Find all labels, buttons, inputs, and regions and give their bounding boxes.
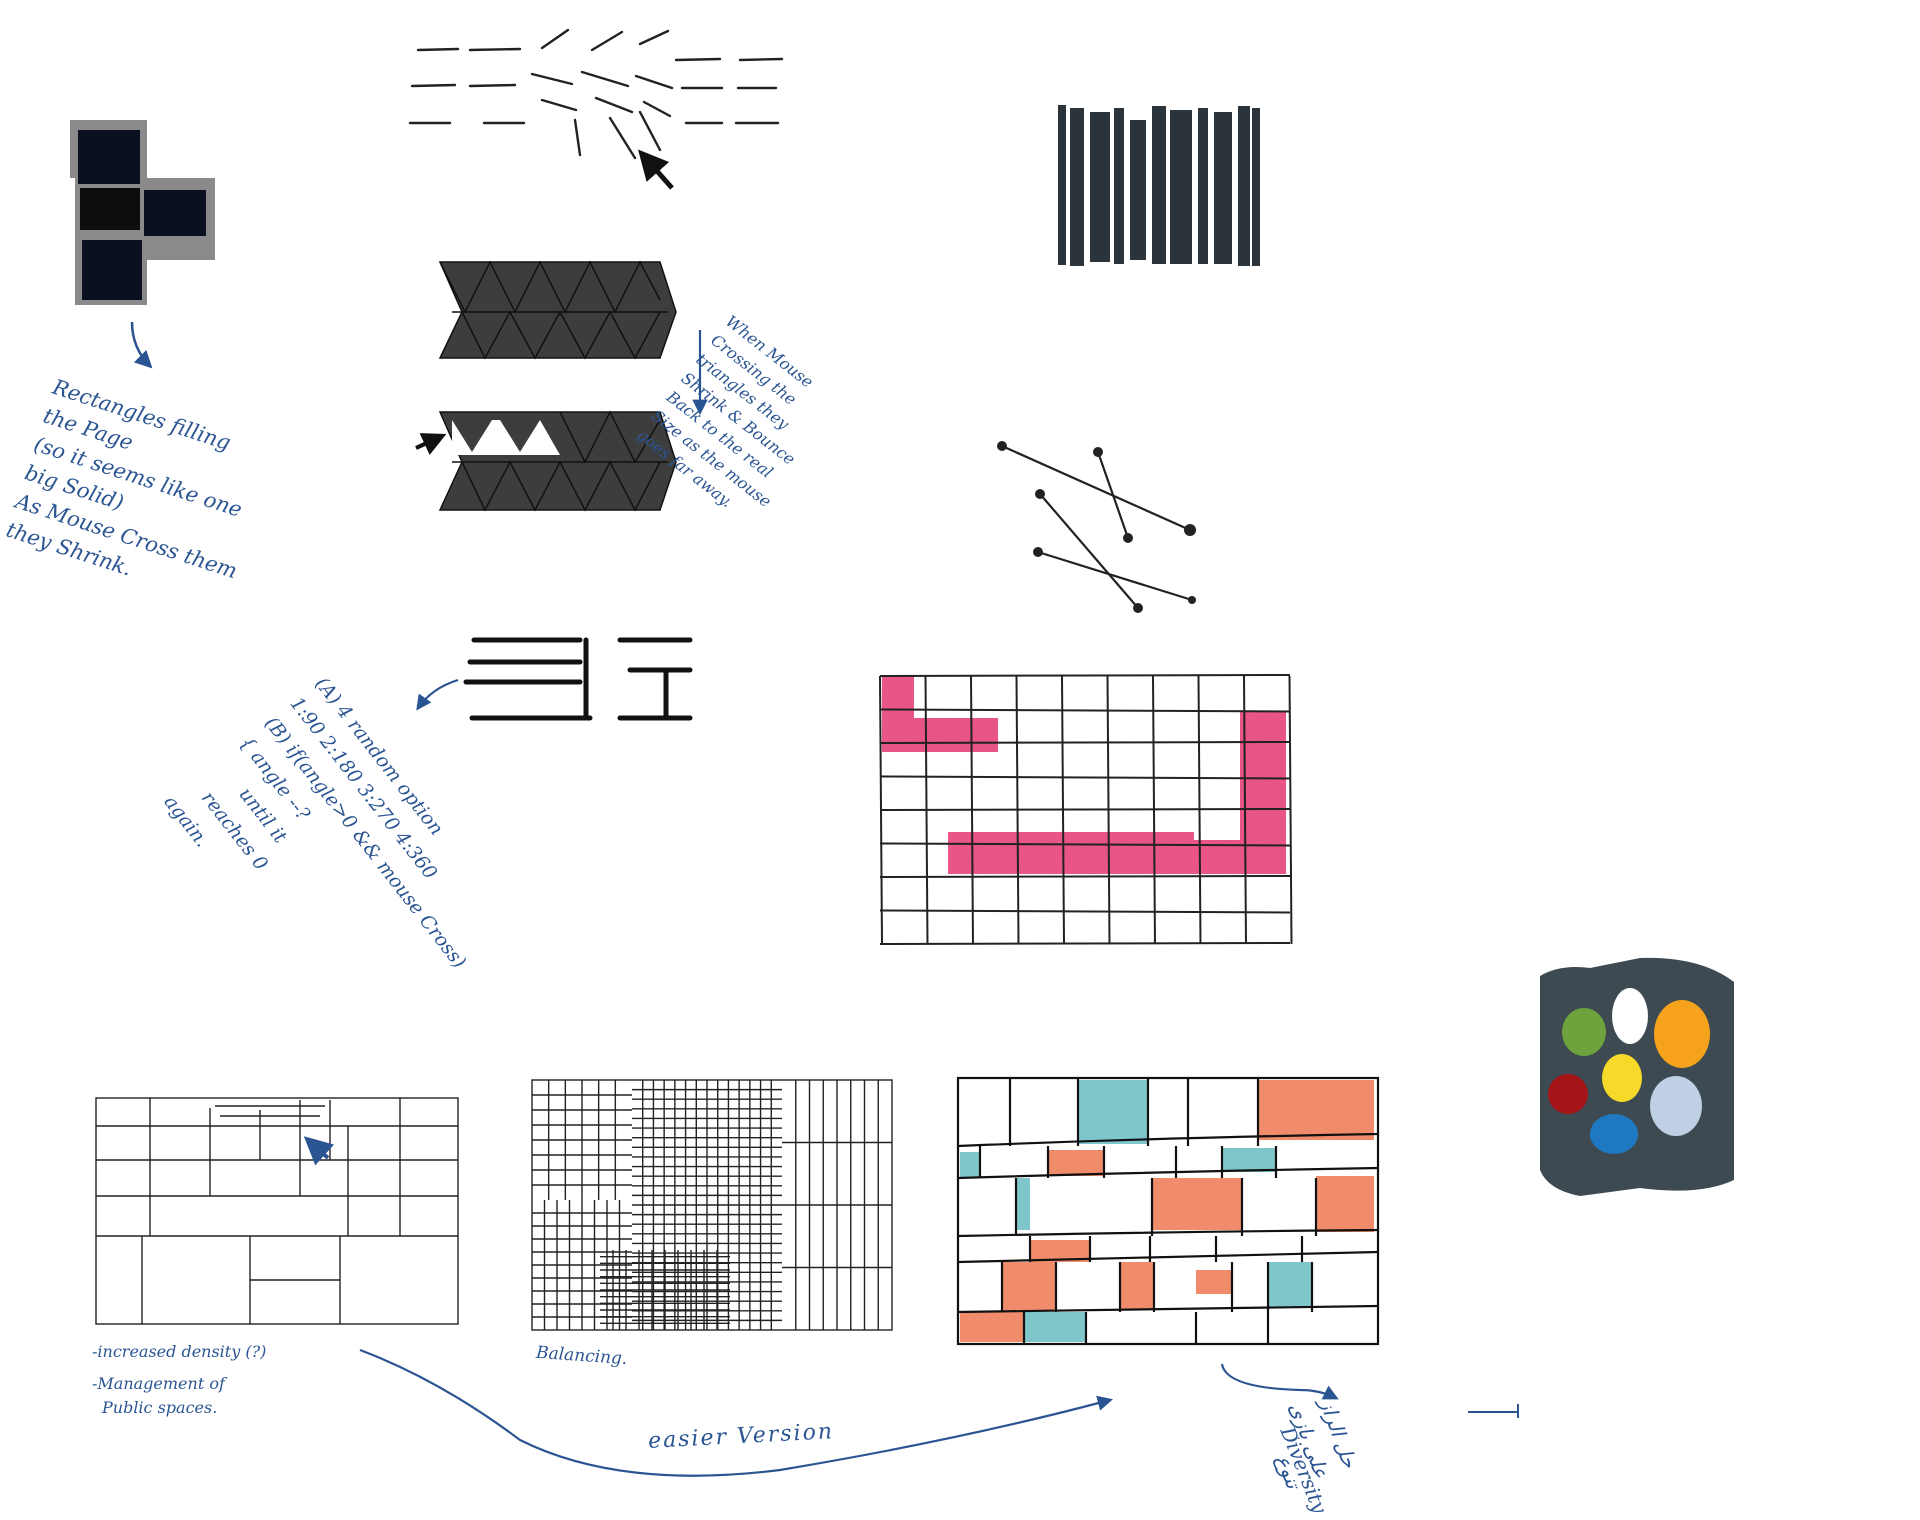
- grid-line: [879, 842, 1291, 847]
- barcode-sketch: [1058, 105, 1260, 266]
- grid-line: [879, 775, 1291, 780]
- grid-line: [879, 875, 1291, 878]
- density-grid-sketch: [95, 1097, 459, 1325]
- triangle-strip-bottom: [438, 410, 677, 512]
- balancing-grid-sketch: [531, 1079, 893, 1331]
- triangle-strip-top: [438, 260, 677, 360]
- arrow-maze-to-note: [416, 678, 459, 711]
- maze-lines-sketch: [463, 637, 693, 721]
- dark-blocks-sketch: [70, 120, 215, 305]
- arrow-blocks-to-note: [130, 321, 153, 369]
- note-line: Public spaces.: [102, 1398, 218, 1417]
- mouse-arrow: [415, 433, 447, 455]
- note-density: -increased density (?) -Management of Pu…: [92, 1340, 266, 1420]
- grid-line: [879, 942, 1291, 945]
- dash-field-sketch: [408, 28, 784, 160]
- grid-line: [879, 909, 1291, 914]
- mouse-arrow: [303, 1136, 335, 1166]
- grid-line: [1288, 675, 1293, 945]
- grid-line: [879, 741, 1291, 744]
- pink-grid-sketch: [879, 674, 1293, 945]
- grid-line: [879, 808, 1291, 811]
- mouse-arrow: [638, 149, 674, 190]
- grid-line: [879, 708, 1291, 713]
- arrow-to-diversity: [1220, 1363, 1339, 1400]
- pins-sketch: [1001, 444, 1193, 609]
- color-palette-sketch: [1540, 957, 1734, 1196]
- arrow-easier-version: [359, 1348, 1113, 1477]
- note-line: -Management of: [92, 1374, 225, 1393]
- note-line: -increased density (?): [92, 1342, 267, 1361]
- color-blocks-grid: [956, 1076, 1380, 1346]
- pin-heads: [997, 441, 1196, 613]
- grid-line: [879, 674, 1291, 677]
